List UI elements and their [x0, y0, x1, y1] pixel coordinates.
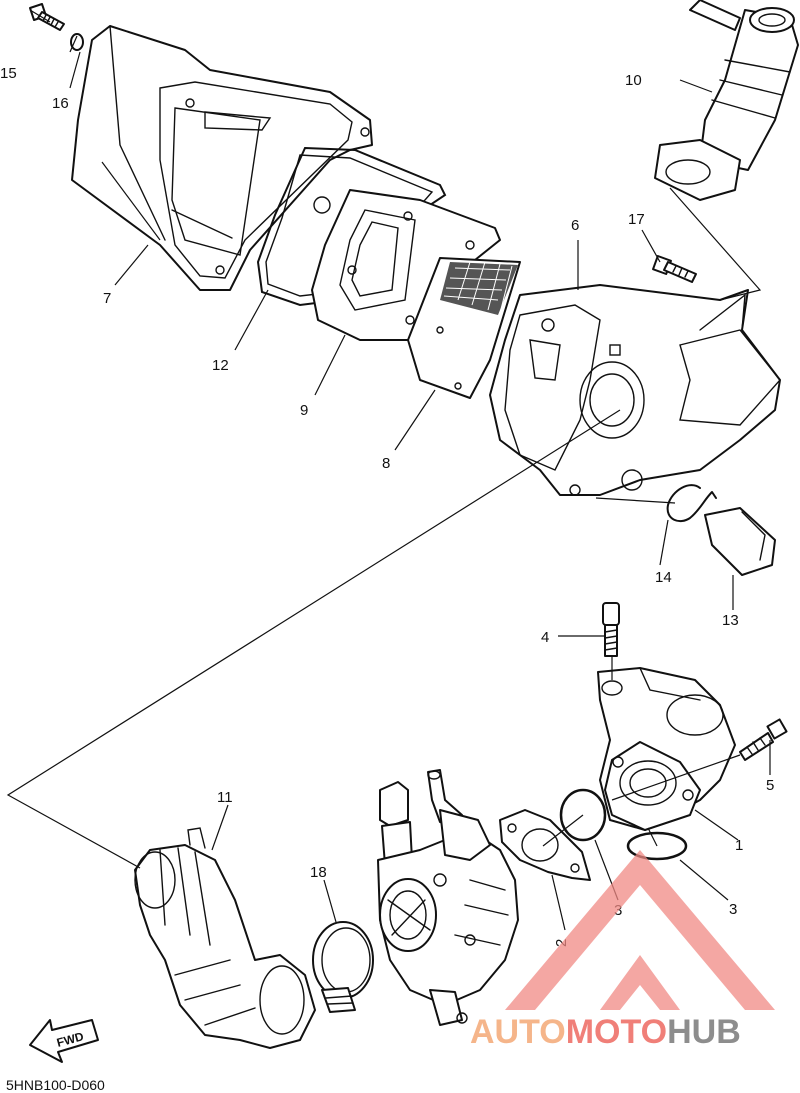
part-14-clip: [666, 484, 717, 523]
diagram-code: 5HNB100-D060: [6, 1077, 105, 1093]
callout-11: 11: [217, 789, 233, 806]
part-15-screw: [29, 3, 65, 31]
assembly-lines: [6, 9, 762, 869]
callout-12: 12: [212, 357, 229, 374]
callout-10: 10: [625, 72, 642, 89]
callout-5: 5: [766, 777, 774, 794]
callout-3-right: 3: [729, 901, 737, 918]
callout-7: 7: [103, 290, 111, 307]
part-11-joint-hose: [134, 827, 316, 1049]
callout-9: 9: [300, 402, 308, 419]
part-8-filter-element: [407, 257, 521, 399]
part-5-bolt: [739, 718, 788, 761]
watermark-hub: HUB: [667, 1013, 741, 1051]
svg-text:AUTOMOTOHUB: AUTOMOTOHUB: [470, 1013, 741, 1051]
part-3-o-ring-b: [626, 831, 688, 861]
callout-4: 4: [541, 629, 549, 646]
watermark-auto: AUTO: [470, 1013, 566, 1051]
part-10-intake-duct: [654, 0, 799, 201]
part-6-cleaner-case: [489, 284, 781, 496]
part-18-hose-clamp: [312, 921, 374, 1013]
callout-8: 8: [382, 455, 390, 472]
callout-18: 18: [310, 864, 327, 881]
watermark: AUTOMOTOHUB: [470, 850, 775, 1051]
callout-labels: 15 16 7 12 9 8 6 10 17 14 13 4 5 1 3 3 2…: [0, 65, 774, 947]
callout-16: 16: [52, 95, 69, 112]
callout-13: 13: [722, 612, 739, 629]
watermark-logo-icon: [505, 850, 775, 1010]
callout-17: 17: [628, 211, 645, 228]
part-1-intake-manifold: [597, 667, 736, 831]
callout-15: 15: [0, 65, 17, 82]
part-3-o-ring-a: [559, 788, 607, 842]
callout-1: 1: [735, 837, 743, 854]
carburetor: [377, 769, 519, 1026]
callout-14: 14: [655, 569, 672, 586]
callout-6: 6: [571, 217, 579, 234]
part-4-bolt: [602, 602, 620, 657]
callout-2: 2: [553, 939, 570, 947]
part-13-breather-cap: [704, 507, 776, 576]
fwd-arrow: FWD: [29, 1019, 99, 1063]
part-17-bolt: [652, 255, 697, 283]
part-16-washer: [70, 33, 84, 51]
part-7-cleaner-cover: [71, 25, 373, 291]
watermark-moto: MOTO: [566, 1013, 667, 1051]
fwd-label: FWD: [55, 1029, 85, 1050]
